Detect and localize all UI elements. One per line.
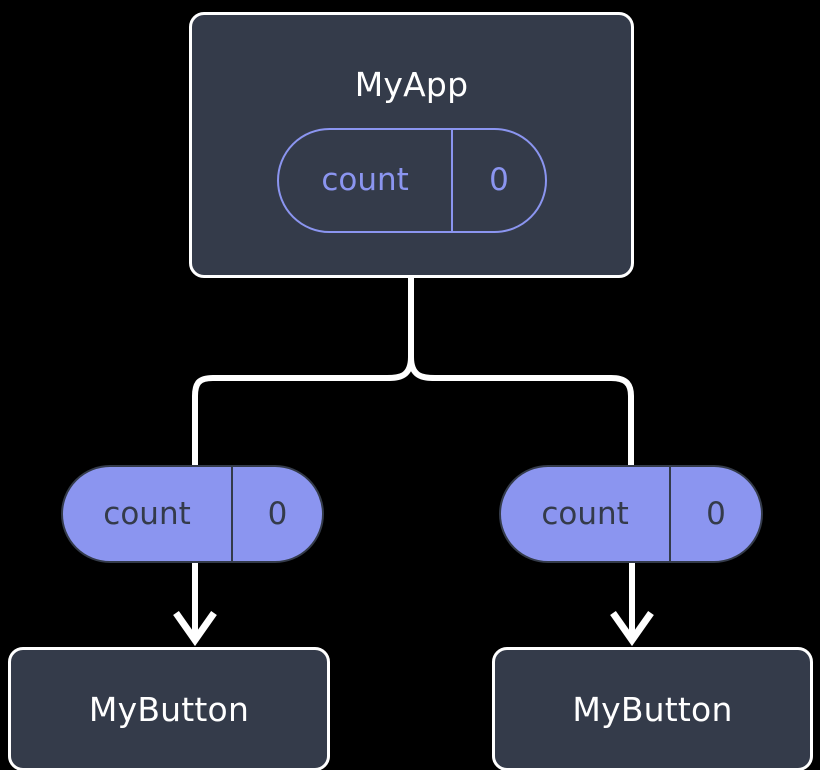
state-pill-value: 0 xyxy=(451,130,545,231)
state-pill-key: count xyxy=(321,162,409,198)
component-node-mybutton-right[interactable]: MyButton xyxy=(492,647,813,770)
state-pill-key: count xyxy=(103,495,191,532)
state-pill-left-count[interactable]: count 0 xyxy=(61,465,324,563)
state-pill-value: 0 xyxy=(231,467,322,561)
state-pill-right-count[interactable]: count 0 xyxy=(499,465,763,563)
state-pill-key: count xyxy=(541,495,629,532)
state-pill-myapp-count[interactable]: count 0 xyxy=(277,128,547,233)
component-title-myapp: MyApp xyxy=(354,65,469,104)
connector-branch-to-state-right xyxy=(408,356,634,466)
connector-branch-to-state-left xyxy=(192,356,414,466)
component-node-mybutton-left[interactable]: MyButton xyxy=(8,647,330,770)
component-title-mybutton-left: MyButton xyxy=(88,689,250,729)
arrow-state-right-to-button-right xyxy=(610,563,654,647)
arrow-state-left-to-button-left xyxy=(173,563,217,647)
state-pill-value: 0 xyxy=(669,467,761,561)
component-title-mybutton-right: MyButton xyxy=(572,689,733,729)
